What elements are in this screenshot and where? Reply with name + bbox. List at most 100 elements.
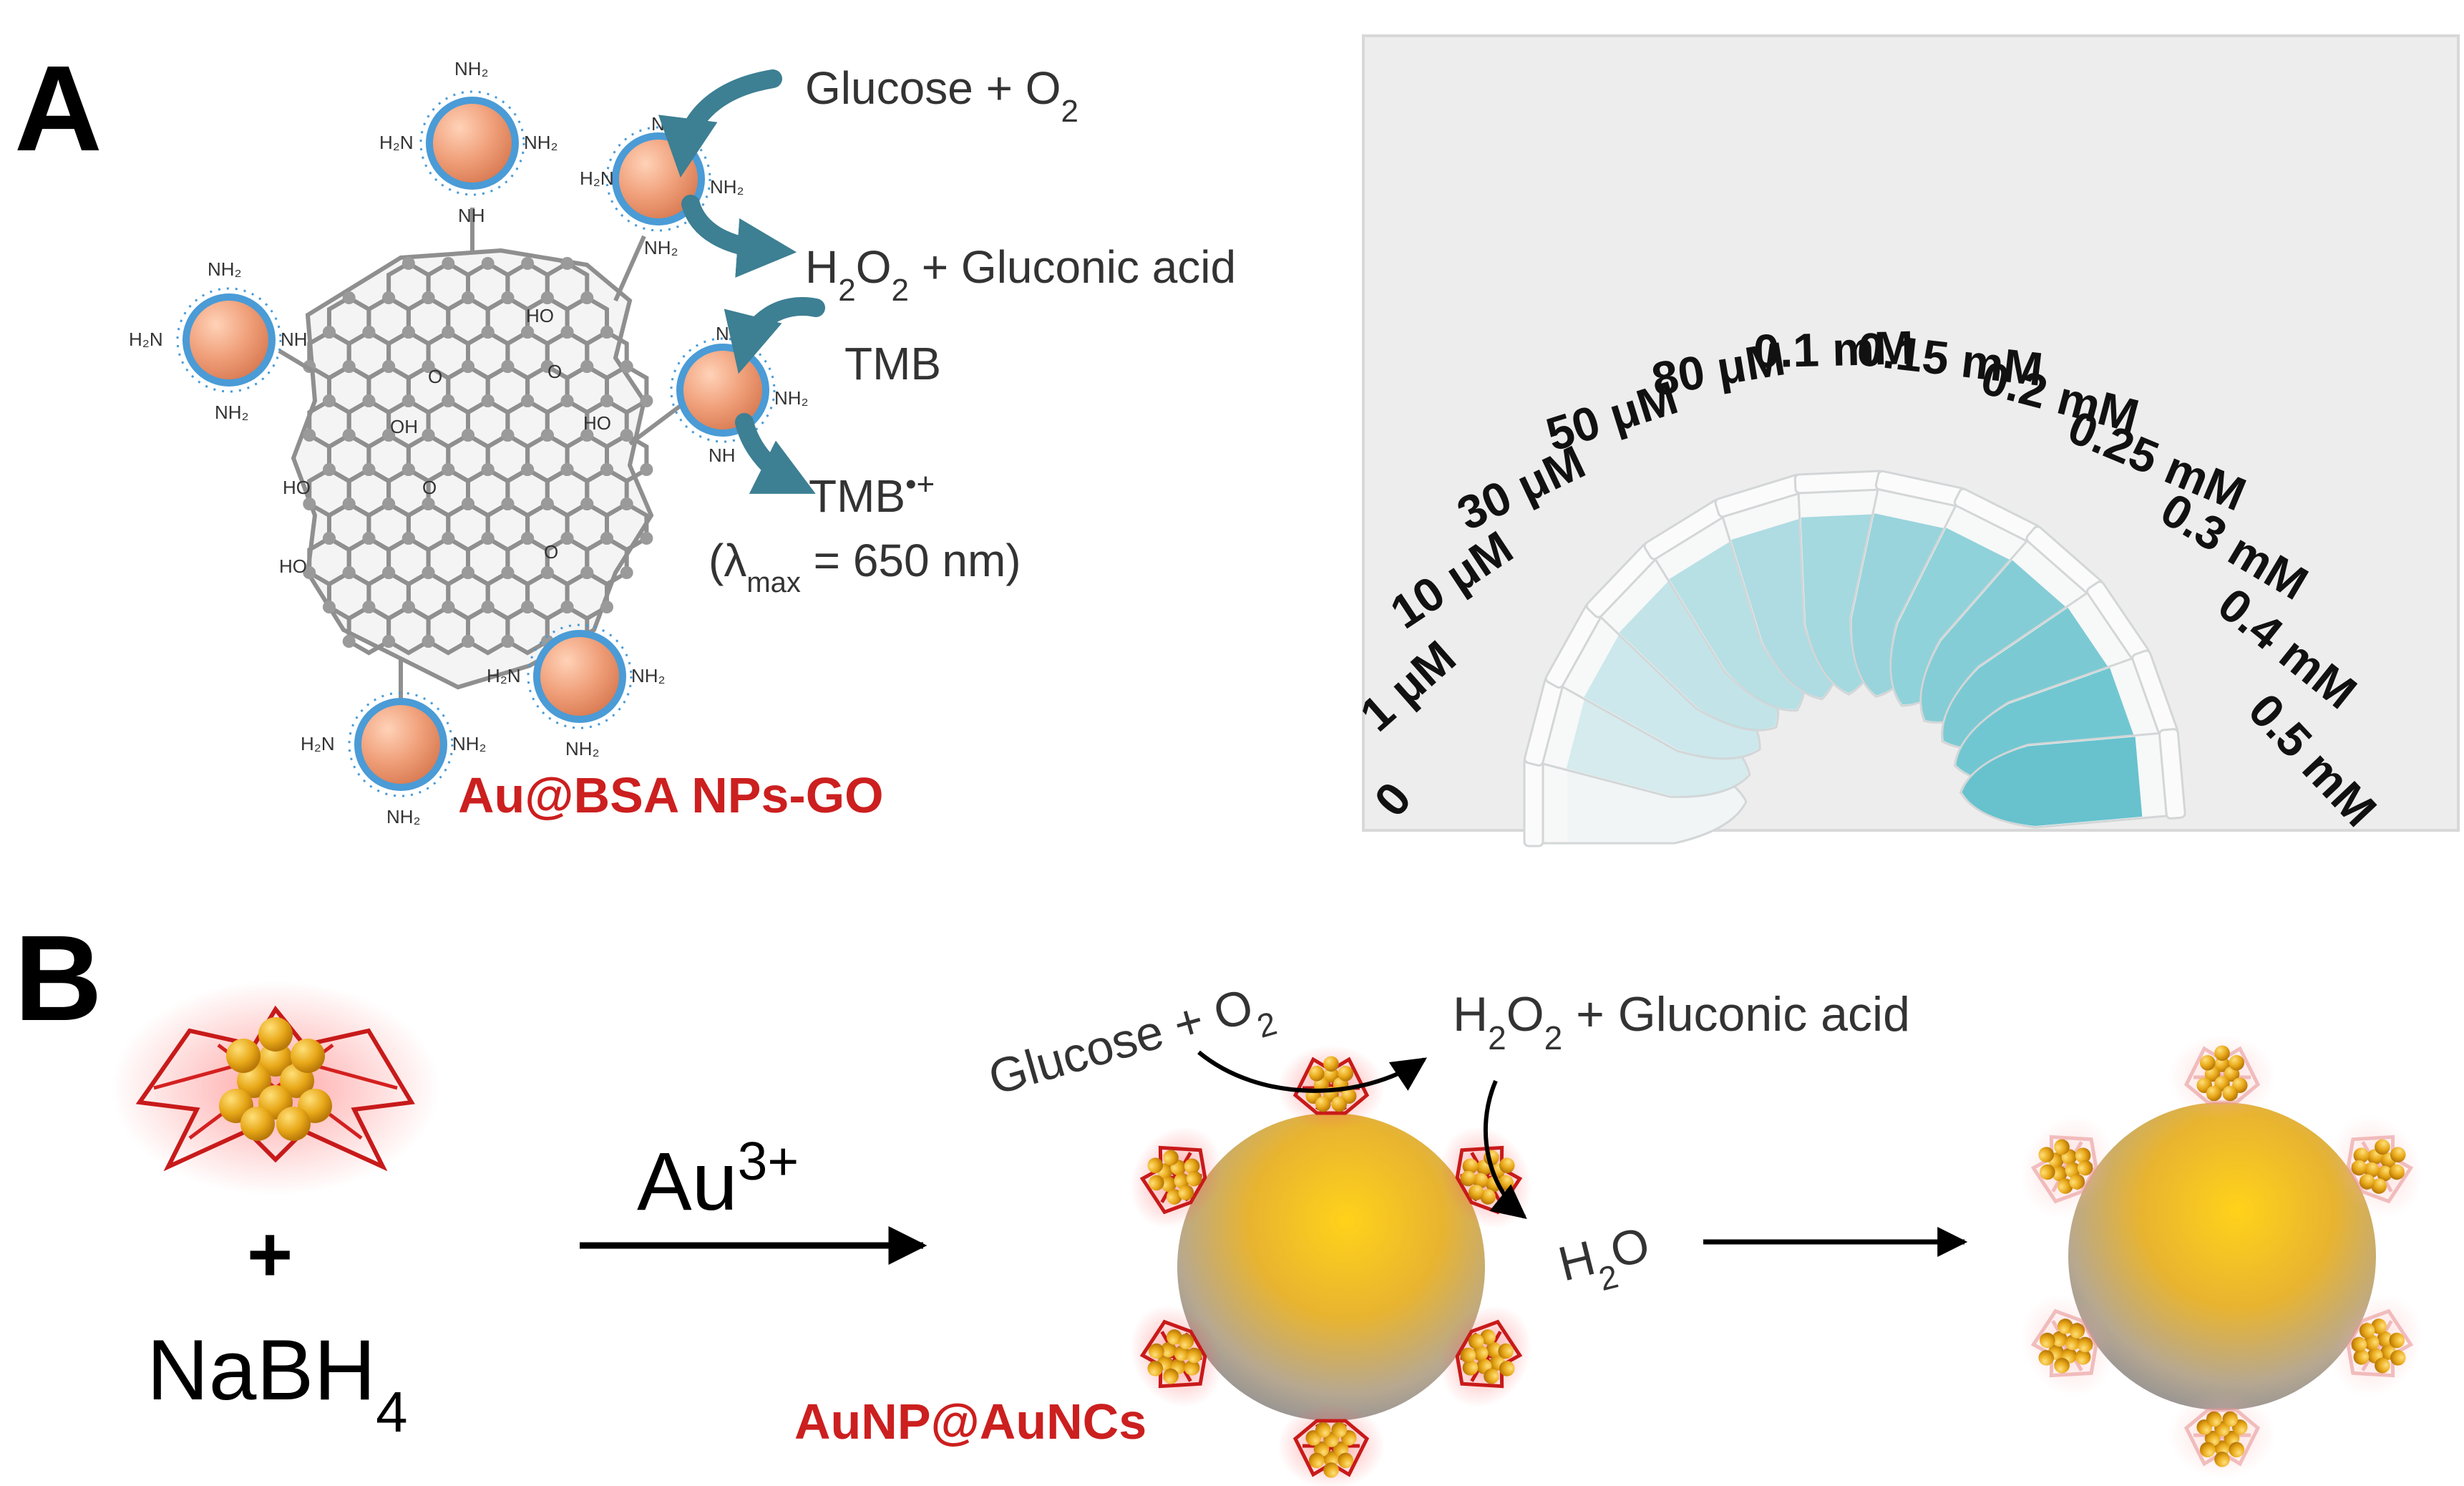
gold-atom bbox=[1308, 1065, 1325, 1082]
carbon-atom bbox=[362, 463, 376, 476]
carbon-atom bbox=[422, 291, 435, 304]
gold-atom bbox=[2065, 1162, 2081, 1178]
gold-atom bbox=[2069, 1323, 2085, 1339]
gold-atom bbox=[2052, 1165, 2068, 1182]
carbon-atom bbox=[620, 360, 633, 373]
carbon-atom bbox=[422, 566, 435, 579]
amine-label: NH₂ bbox=[215, 402, 249, 423]
carbon-atom bbox=[323, 326, 336, 339]
gold-atom bbox=[291, 1039, 325, 1073]
carbon-atom bbox=[461, 360, 474, 373]
carbon-atom bbox=[481, 394, 495, 407]
gold-atom bbox=[2375, 1357, 2390, 1374]
carbon-atom bbox=[382, 291, 396, 304]
carbon-atom bbox=[580, 497, 594, 510]
carbon-atom bbox=[600, 532, 613, 545]
aunc-satellite bbox=[2331, 1294, 2423, 1397]
carbon-atom bbox=[401, 601, 415, 613]
aunp-aunc-after-reaction bbox=[2021, 1034, 2423, 1478]
carbon-atom bbox=[600, 601, 613, 613]
gold-atom bbox=[1498, 1343, 1514, 1359]
carbon-atom bbox=[620, 497, 633, 510]
aunc-satellite bbox=[1130, 1305, 1222, 1408]
panel-a: A HO OH HO HO HO O O O O bbox=[14, 34, 2460, 848]
plus-sign: + bbox=[247, 1210, 293, 1298]
gold-atom bbox=[1472, 1345, 1489, 1361]
carbon-atom bbox=[481, 601, 495, 613]
amide-nh-label: NH bbox=[281, 329, 308, 350]
carbon-atom bbox=[461, 635, 474, 648]
gold-atom bbox=[1462, 1360, 1479, 1376]
carbon-atom bbox=[303, 566, 316, 579]
gold-atom bbox=[1486, 1341, 1501, 1358]
gold-atom bbox=[2058, 1178, 2073, 1194]
amine-label: NH₂ bbox=[631, 665, 666, 686]
gold-atom bbox=[1178, 1185, 1194, 1200]
gold-atom bbox=[2389, 1332, 2405, 1349]
gold-atom bbox=[2229, 1442, 2245, 1458]
carbon-atom bbox=[560, 601, 574, 613]
carbon-atom bbox=[600, 463, 613, 476]
carbon-atom bbox=[521, 257, 535, 270]
carbon-atom bbox=[422, 497, 435, 510]
amine-label: NH₂ bbox=[452, 733, 487, 754]
gold-atom bbox=[1323, 1056, 1339, 1072]
gold-atom bbox=[226, 1039, 260, 1073]
gold-atom bbox=[2371, 1178, 2387, 1194]
carbon-atom bbox=[362, 394, 376, 407]
gold-atom bbox=[2351, 1336, 2367, 1353]
gold-atom bbox=[1186, 1347, 1202, 1364]
gold-atom bbox=[2214, 1440, 2230, 1456]
hydroxyl-label: HO bbox=[279, 555, 307, 577]
carbon-atom bbox=[422, 429, 435, 442]
epoxide-label: O bbox=[544, 541, 558, 563]
gold-atom bbox=[1178, 1334, 1194, 1349]
carbon-atom bbox=[580, 566, 594, 579]
gold-atom bbox=[258, 1042, 293, 1077]
carbon-atom bbox=[442, 257, 455, 270]
aunc-satellite bbox=[1440, 1305, 1532, 1408]
carbon-atom bbox=[382, 635, 396, 648]
amine-label: NH₂ bbox=[774, 387, 809, 409]
amine-label: NH₂ bbox=[644, 237, 678, 258]
gold-atom bbox=[2222, 1411, 2239, 1427]
carbon-atom bbox=[382, 429, 396, 442]
gold-atom bbox=[1315, 1096, 1331, 1112]
au3-label: Au3+ bbox=[637, 1131, 799, 1228]
amine-label: NH₂ bbox=[454, 58, 489, 79]
amide-nh-label: NH bbox=[651, 113, 678, 135]
gold-atom bbox=[1184, 1360, 1200, 1376]
carbon-atom bbox=[401, 463, 415, 476]
amine-label: NH₂ bbox=[208, 258, 242, 280]
gold-atom bbox=[1462, 1158, 1479, 1174]
gold-atom bbox=[2052, 1331, 2068, 1347]
aunc-bsa-cluster bbox=[111, 981, 440, 1195]
carbon-atom bbox=[540, 291, 554, 304]
h2o2-output-arrow bbox=[681, 195, 797, 278]
carbon-atom bbox=[401, 394, 415, 407]
tmb-input-arrow bbox=[724, 297, 825, 374]
gold-atom bbox=[1468, 1334, 1484, 1349]
gold-atom bbox=[2377, 1165, 2392, 1182]
gold-atom bbox=[2206, 1085, 2222, 1102]
carbon-atom bbox=[442, 601, 455, 613]
concentration-label: 0.1 mM bbox=[1753, 321, 1914, 377]
tube-solution bbox=[1943, 608, 2113, 747]
gold-atom bbox=[1147, 1157, 1164, 1173]
gold-atom bbox=[2377, 1331, 2392, 1347]
gold-atom bbox=[2375, 1139, 2390, 1155]
carbon-atom bbox=[481, 532, 495, 545]
gold-atom bbox=[1186, 1170, 1202, 1187]
carbon-atom bbox=[382, 566, 396, 579]
au-bsa-go-label: Au@BSA NPs-GO bbox=[458, 767, 884, 823]
panel-b-letter: B bbox=[14, 910, 102, 1046]
gold-atom bbox=[2390, 1350, 2406, 1366]
gold-atom bbox=[1323, 1067, 1339, 1083]
gold-atom bbox=[1315, 1422, 1331, 1438]
carbon-atom bbox=[442, 463, 455, 476]
gold-atom bbox=[1331, 1096, 1348, 1112]
carbon-atom bbox=[342, 635, 356, 648]
gold-atom bbox=[1499, 1157, 1515, 1173]
carbon-atom bbox=[303, 429, 316, 442]
